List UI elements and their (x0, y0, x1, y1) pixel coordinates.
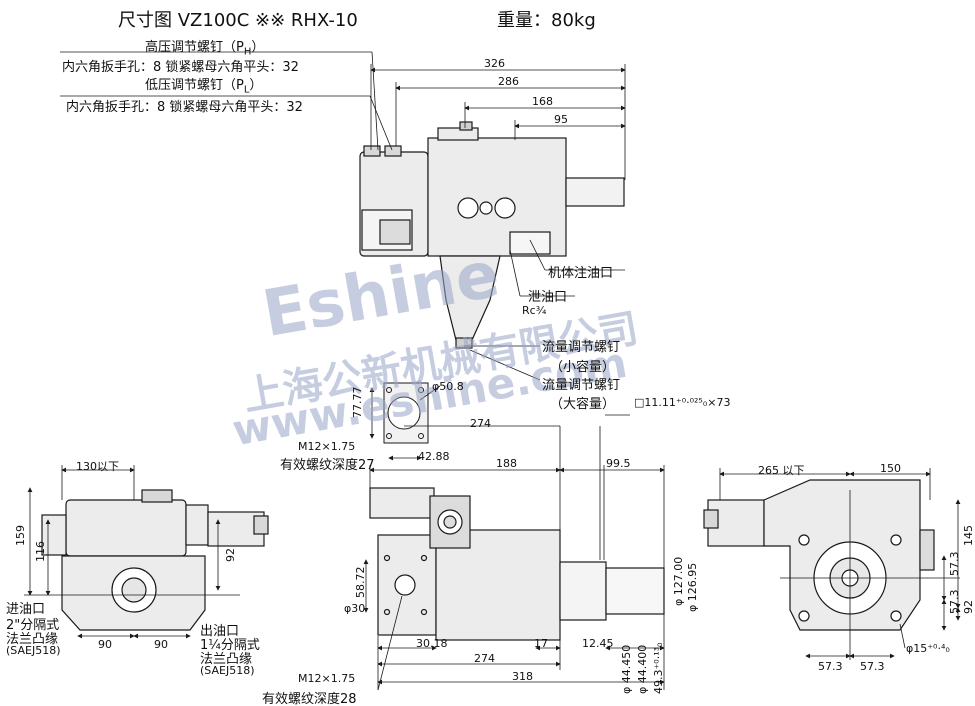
dim-49-3: 49.3⁺⁰·¹³₀ (652, 642, 665, 694)
top-side-view (359, 121, 625, 349)
fill-port-label: 机体注油口 (548, 266, 614, 281)
dim-90-a: 90 (98, 638, 112, 651)
hex-spec-2: 内六角扳手孔：8 锁紧螺母六角平头：32 (66, 100, 303, 115)
dim-95: 95 (554, 113, 568, 126)
thread-spec-1: M12×1.75 (298, 440, 356, 453)
dim-130: 130以下 (76, 460, 119, 473)
dim-17: 17 (534, 637, 548, 650)
outlet-flange: 法兰凸缘 (200, 652, 253, 667)
dim-phi30: φ30 (344, 602, 366, 615)
dim-90-b: 90 (154, 638, 168, 651)
front-view (369, 487, 665, 641)
dim-116: 116 (34, 541, 47, 562)
dim-12-45: 12.45 (582, 637, 614, 650)
flange-detail (383, 382, 429, 444)
dim-188: 188 (496, 457, 517, 470)
outlet-type: 1¼分隔式 (200, 638, 260, 653)
dim-phi15: φ15⁺⁰·⁴₀ (906, 642, 950, 655)
right-end-view (703, 479, 935, 631)
lp-screw-label: 低压调节螺钉（PL） (145, 78, 263, 96)
hex-spec-1: 内六角扳手孔：8 锁紧螺母六角平头：32 (62, 60, 299, 75)
dim-58-72: 58.72 (354, 566, 367, 599)
weight-label: 重量：80kg (497, 10, 596, 31)
dim-286: 286 (498, 75, 519, 88)
top-dimension-lines (60, 51, 626, 381)
dim-30-18: 30.18 (416, 637, 448, 650)
thread-depth-2: 有效螺纹深度28 (262, 692, 357, 706)
outlet-std: (SAEJ518) (200, 664, 255, 677)
dim-274-top: 274 (470, 417, 491, 430)
dim-168: 168 (532, 95, 553, 108)
flow-screw-large: 流量调节螺钉 (542, 378, 621, 393)
dim-phi44-400: φ 44.400 (636, 644, 649, 694)
dim-77-77: 77.77 (351, 386, 364, 419)
dim-145: 145 (962, 525, 975, 546)
dim-57-3-b: 57.3 (948, 589, 961, 615)
key-spec-label: □11.11⁺⁰·⁰²⁵₀×73 (634, 396, 731, 409)
inlet-flange: 法兰凸缘 (6, 632, 59, 647)
drawing-title: 尺寸图 VZ100C ※※ RHX-10 (118, 10, 358, 31)
dim-326: 326 (484, 57, 505, 70)
front-dimension-lines (363, 414, 665, 691)
thread-depth-1: 有效螺纹深度27 (280, 458, 375, 473)
dim-42-88: 42.88 (418, 450, 450, 463)
left-dimension-lines (24, 465, 240, 639)
flow-screw-small-sub: （小容量） (550, 360, 616, 375)
dim-274-bottom: 274 (474, 652, 495, 665)
dim-phi44-450: φ 44.450 (620, 644, 633, 694)
outlet-label: 出油口 (200, 624, 240, 639)
dim-150: 150 (880, 462, 901, 475)
inlet-type: 2"分隔式 (6, 618, 60, 633)
flow-screw-large-sub: （大容量） (550, 397, 616, 412)
hp-screw-label: 高压调节螺钉（PH） (145, 40, 265, 58)
dim-92-right: 92 (962, 600, 975, 614)
dim-159: 159 (14, 525, 27, 546)
dim-57-3-d: 57.3 (860, 660, 885, 673)
inlet-std: (SAEJ518) (6, 644, 61, 657)
drain-size-label: Rc¾ (522, 304, 547, 317)
inlet-label: 进油口 (6, 602, 46, 617)
dim-318: 318 (512, 670, 533, 683)
dim-92-left: 92 (224, 548, 237, 562)
dim-57-3-c: 57.3 (818, 660, 843, 673)
dim-57-3-a: 57.3 (948, 551, 961, 577)
right-dimension-lines (719, 468, 961, 660)
dim-phi50-8: φ50.8 (432, 380, 464, 393)
dim-99-5: 99.5 (606, 457, 631, 470)
flow-screw-small: 流量调节螺钉 (542, 340, 621, 355)
dim-phi127: φ 127.00 (672, 556, 685, 606)
dim-265: 265 以下 (758, 464, 805, 477)
thread-spec-2: M12×1.75 (298, 672, 356, 685)
drain-port-label: 泄油口 (528, 290, 568, 305)
dim-phi126-95: φ 126.95 (686, 562, 699, 612)
